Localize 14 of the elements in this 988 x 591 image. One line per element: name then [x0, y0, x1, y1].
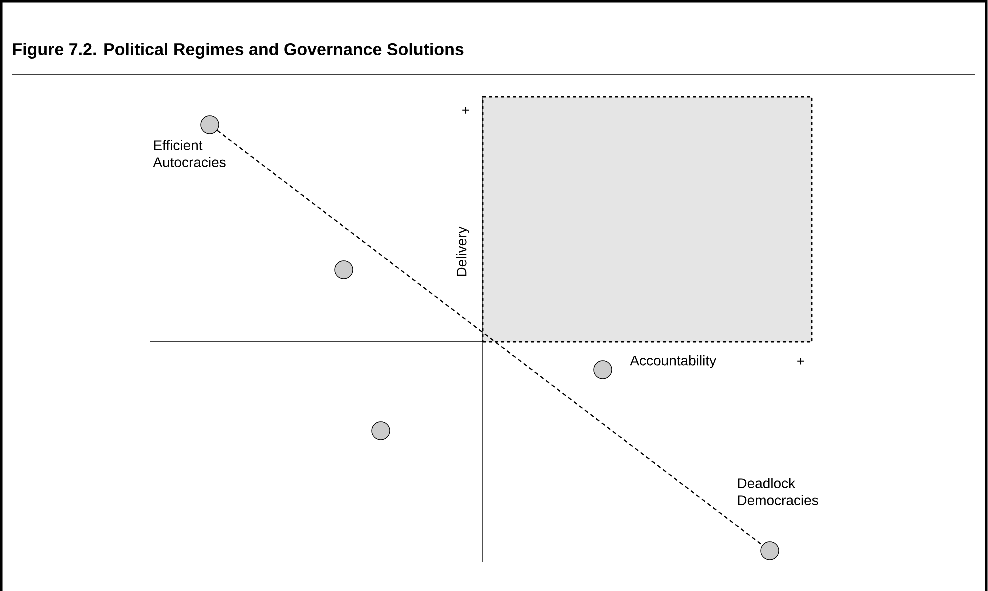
data-point	[760, 542, 780, 560]
shaded-quadrant	[482, 96, 813, 343]
axis-label: Accountability	[630, 355, 717, 369]
axis-sign: +	[462, 106, 470, 114]
data-point	[372, 422, 390, 440]
data-point	[334, 260, 354, 280]
figure-title: Figure 7.2. Political Regimes and Governance Solutions	[13, 43, 464, 59]
data-point	[594, 360, 612, 380]
point-label: Efficient Autocracies	[153, 140, 226, 168]
axis-label: Delivery	[456, 226, 470, 276]
data-point	[200, 116, 220, 134]
point-label: Deadlock Democracies	[738, 478, 818, 506]
dashed-line	[217, 130, 763, 546]
axis-sign: +	[798, 358, 804, 365]
